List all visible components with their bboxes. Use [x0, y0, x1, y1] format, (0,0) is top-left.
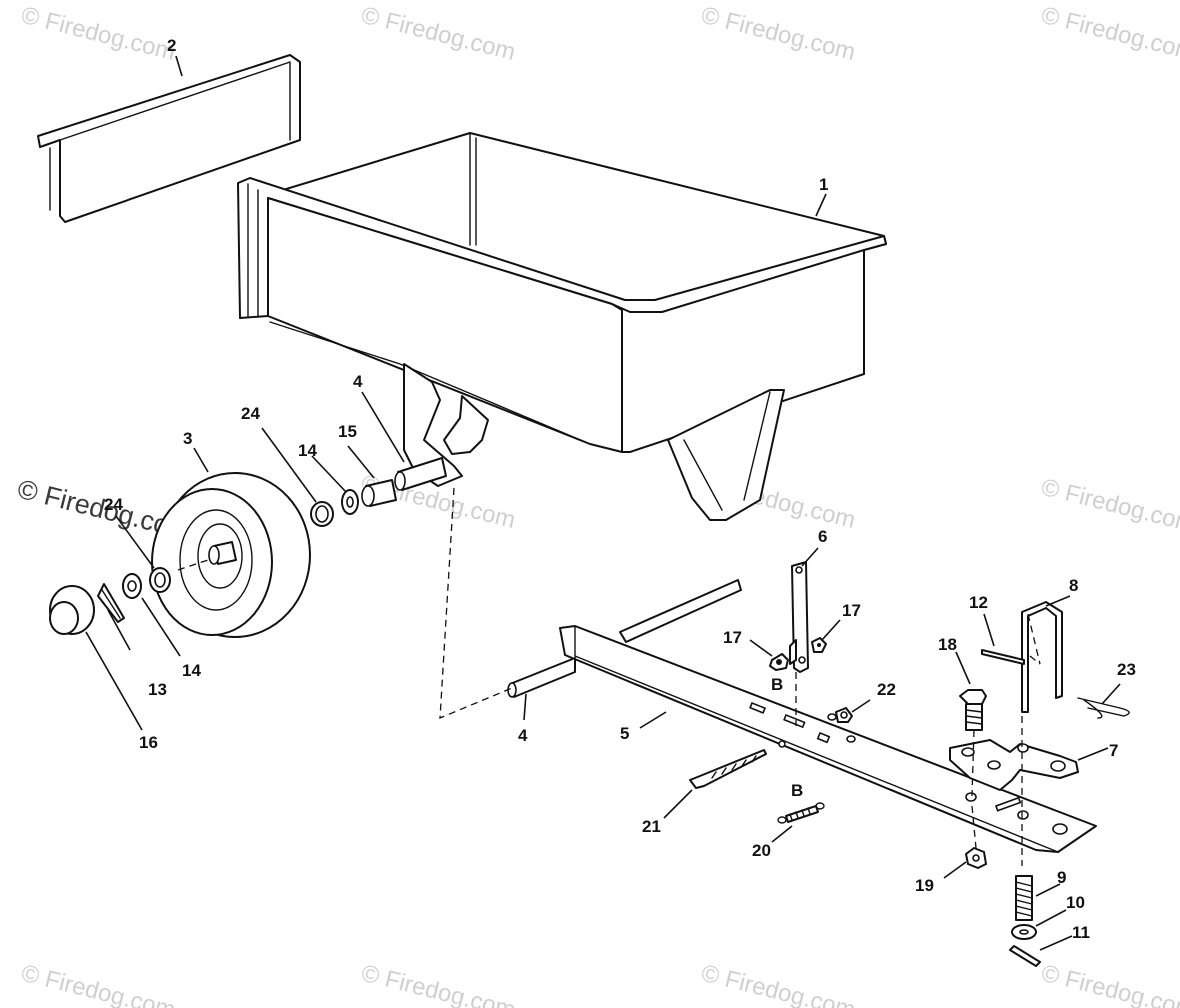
callout-3: 3	[183, 429, 192, 448]
callout-20: 20	[752, 841, 771, 860]
nut-22	[835, 707, 853, 723]
watermark: © Firedog.com	[359, 2, 519, 66]
callout-9: 9	[1057, 868, 1066, 887]
nut-left	[769, 653, 789, 671]
callout-15: 15	[338, 422, 357, 441]
long-bolt	[689, 749, 767, 789]
callout-24-lower: 24	[104, 495, 123, 514]
tailgate-panel	[37, 54, 301, 223]
callout-11: 11	[1072, 923, 1090, 942]
callout-17-left: 17	[723, 628, 742, 647]
bushing-lower	[149, 567, 171, 593]
watermark: © Firedog.com	[359, 960, 519, 1008]
callout-22: 22	[877, 680, 896, 699]
tension-spring	[777, 802, 825, 824]
hitch-u-pin	[1021, 601, 1063, 713]
callout-16: 16	[139, 733, 158, 752]
cotter-pin-11	[1009, 945, 1041, 967]
nut-19	[965, 847, 987, 869]
tongue-bar	[559, 625, 1097, 853]
hub-cap	[49, 585, 95, 635]
callout-8: 8	[1069, 576, 1078, 595]
watermark: © Firedog.com	[1039, 960, 1180, 1008]
callout-23: 23	[1117, 660, 1136, 679]
wheel	[151, 472, 311, 638]
bushing-upper	[310, 501, 334, 527]
callout-19: 19	[915, 876, 934, 895]
watermark: © Firedog.com	[1039, 2, 1180, 66]
callout-14-lower: 14	[182, 661, 201, 680]
callout-5: 5	[620, 724, 629, 743]
callout-2: 2	[167, 36, 176, 55]
spacer-tube	[361, 479, 397, 507]
axle-upper	[394, 457, 447, 491]
compression-spring	[1015, 875, 1033, 921]
callout-6: 6	[818, 527, 827, 546]
leader-lines	[85, 55, 1121, 951]
latch-strap	[789, 561, 809, 673]
callout-13: 13	[148, 680, 167, 699]
cotter-pin	[97, 583, 125, 623]
hairpin-clip	[1077, 697, 1130, 719]
hitch-bracket	[949, 739, 1079, 791]
nut-right	[811, 637, 827, 653]
callout-21: 21	[642, 817, 661, 836]
watermark: © Firedog.com	[699, 960, 859, 1008]
watermark: © Firedog.com	[19, 960, 179, 1008]
washer-10	[1011, 924, 1037, 940]
callout-7: 7	[1109, 741, 1118, 760]
callout-17-right: 17	[842, 601, 861, 620]
watermark: © Firedog.com	[699, 2, 859, 66]
washer-lower	[122, 573, 142, 599]
washer-upper	[341, 489, 359, 515]
callout-18: 18	[938, 635, 957, 654]
callout-24-upper: 24	[241, 404, 260, 423]
watermark: © Firedog.com	[1039, 474, 1180, 538]
callout-1: 1	[819, 175, 828, 194]
hex-bolt	[959, 689, 987, 731]
callouts: 2 1 3 24 24 14 15 4 13 14 16 4 5 6 17 17…	[104, 36, 1136, 942]
reference-b-upper: B	[771, 675, 783, 694]
callout-12: 12	[969, 593, 988, 612]
callout-10: 10	[1066, 893, 1085, 912]
small-pin	[981, 649, 1025, 665]
axle-lower	[507, 579, 742, 698]
callout-14-upper: 14	[298, 441, 317, 460]
assembly-lines	[177, 487, 1041, 866]
watermark: © Firedog.com	[19, 2, 179, 66]
reference-b-lower: B	[791, 781, 803, 800]
cart-tray	[237, 132, 887, 521]
callout-4-upper: 4	[353, 372, 363, 391]
callout-4-lower: 4	[518, 726, 528, 745]
